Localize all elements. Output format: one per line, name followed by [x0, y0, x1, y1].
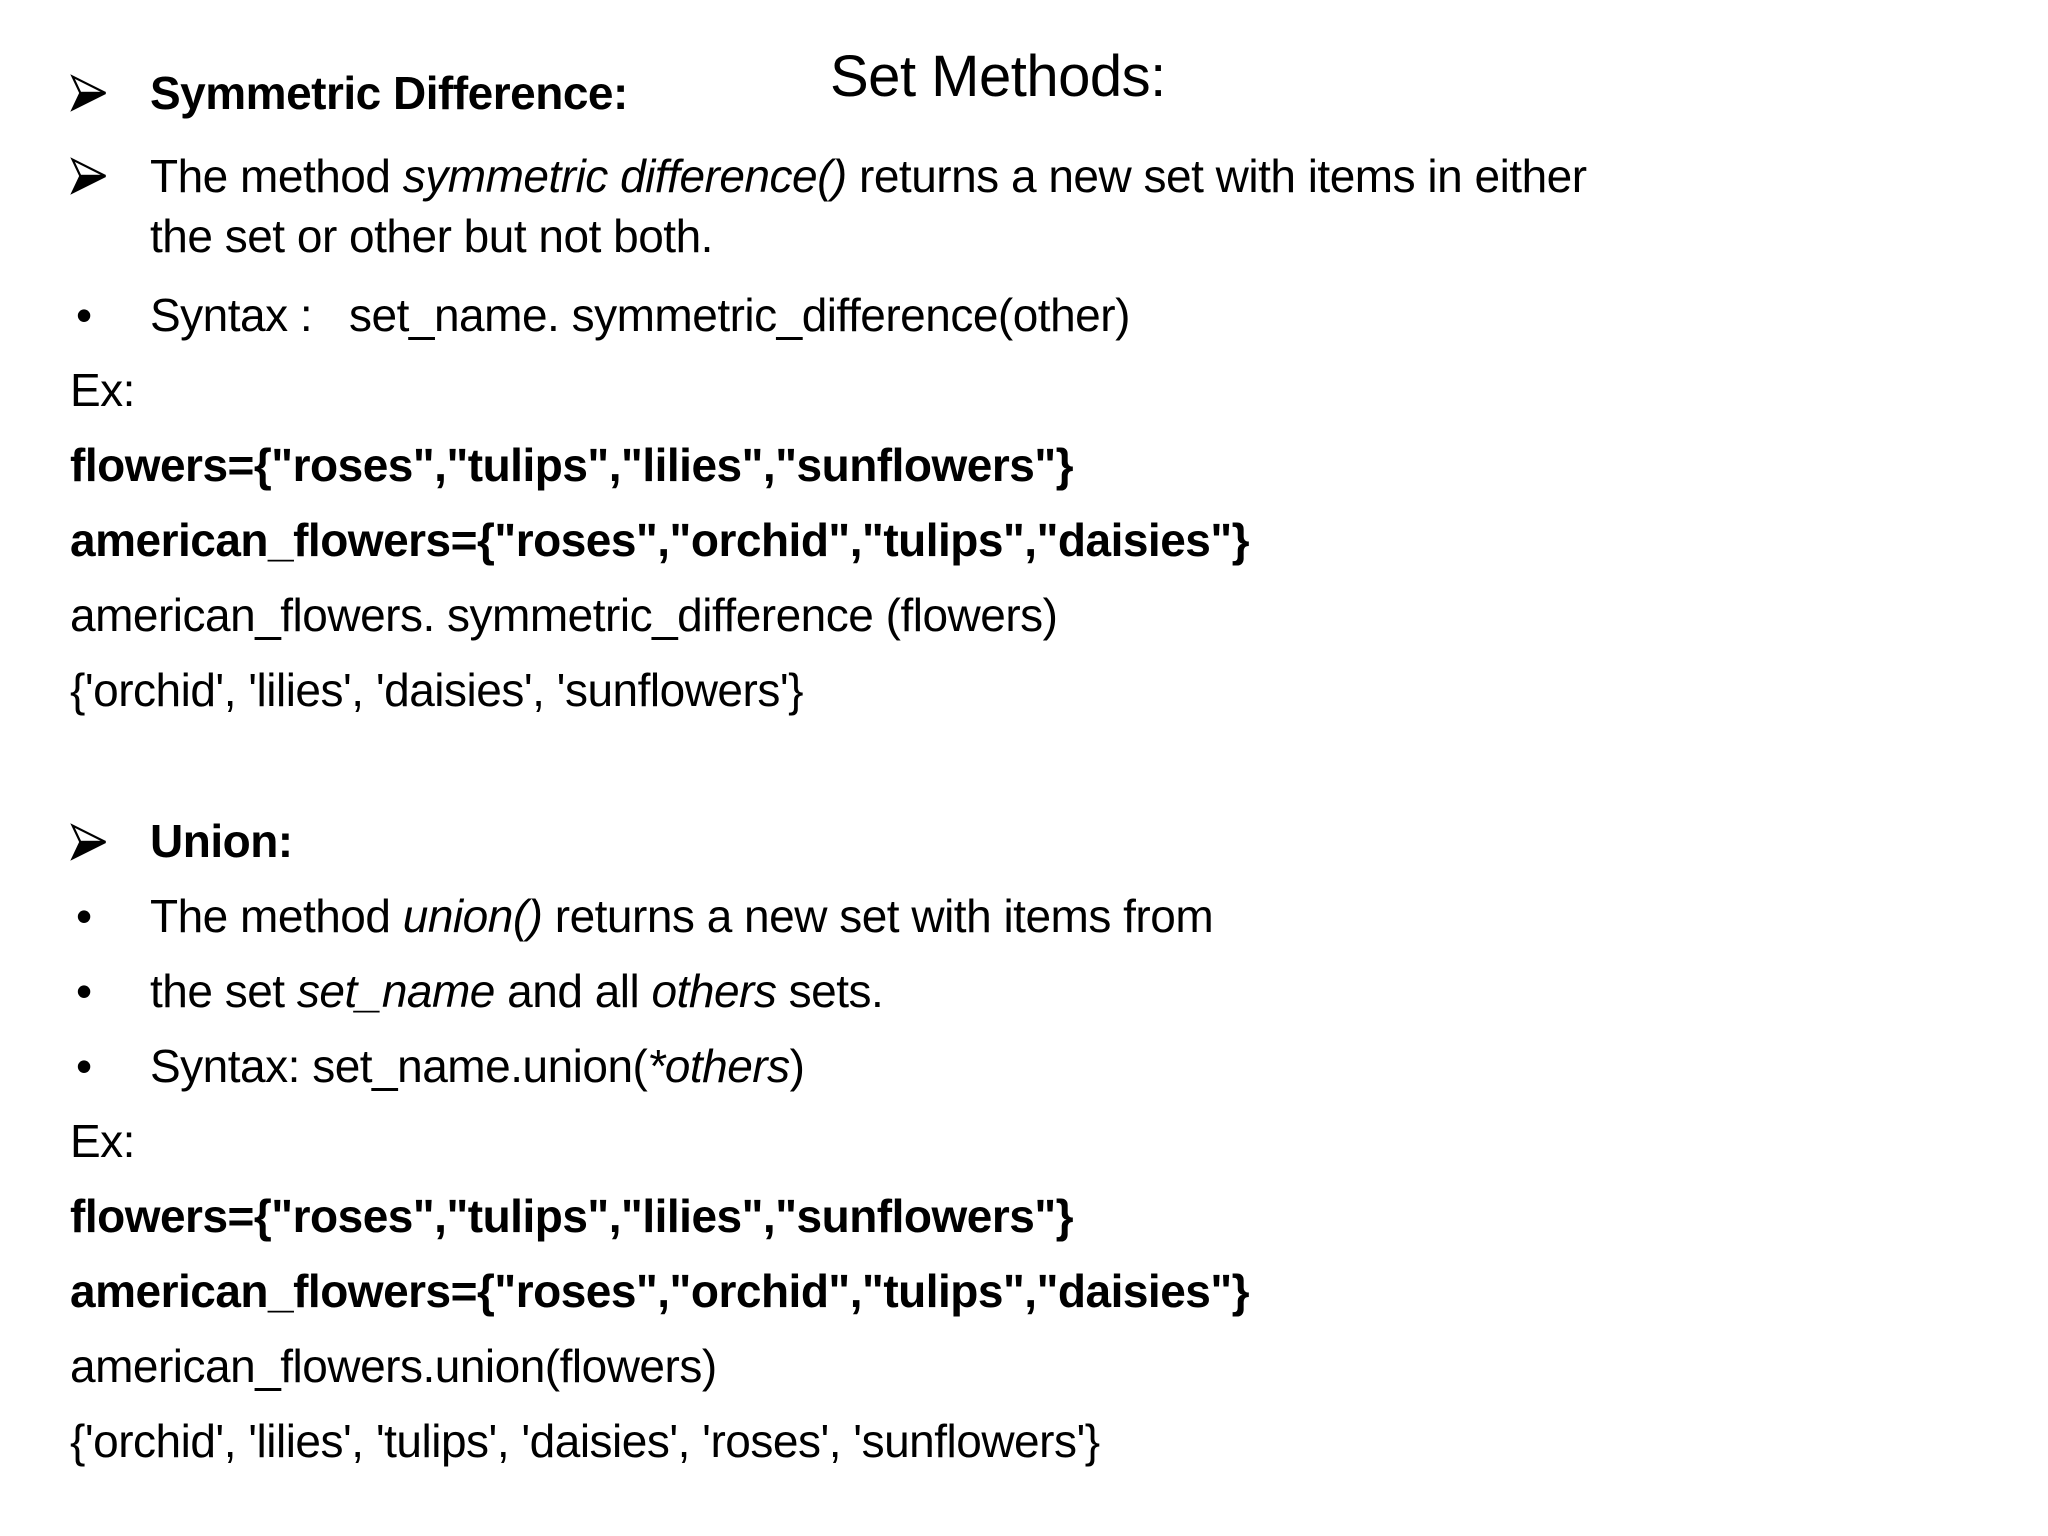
dot-bullet-glyph: •	[76, 965, 92, 1017]
arrow-bullet-icon	[70, 157, 106, 195]
symmetric-example-label: Ex:	[70, 364, 135, 416]
arrow-bullet-icon	[70, 146, 150, 206]
dot-bullet-glyph: •	[76, 1040, 92, 1092]
text-run-italic: union()	[402, 890, 543, 942]
text-run: Syntax: set_name.union(	[150, 1040, 648, 1092]
arrow-bullet-icon	[70, 74, 106, 112]
symmetric-code-line-american-flowers: american_flowers={"roses","orchid","tuli…	[70, 514, 1250, 566]
dot-bullet-glyph: •	[76, 890, 92, 942]
union-example-label: Ex:	[70, 1115, 135, 1167]
symmetric-code-line-flowers: flowers={"roses","tulips","lilies","sunf…	[70, 439, 1074, 491]
dot-bullet-glyph: •	[76, 289, 92, 341]
union-result-line: {'orchid', 'lilies', 'tulips', 'daisies'…	[70, 1415, 1100, 1467]
symmetric-result-line: {'orchid', 'lilies', 'daisies', 'sunflow…	[70, 664, 803, 716]
text-run: sets.	[776, 965, 884, 1017]
page-title: Set Methods:	[830, 44, 1166, 109]
text-run: The method	[150, 890, 403, 942]
dot-bullet: •	[70, 954, 150, 1029]
symmetric-syntax-line: Syntax : set_name. symmetric_difference(…	[150, 289, 1130, 341]
union-bullet-2: • the set set_name and all others sets.	[70, 954, 1980, 1029]
text-run-italic: others	[651, 965, 777, 1017]
slide-content: Symmetric Difference: The method symmetr…	[70, 60, 1980, 1479]
text-run: the set	[150, 965, 297, 1017]
symmetric-call-line: american_flowers. symmetric_difference (…	[70, 589, 1058, 641]
symmetric-description: The method symmetric difference() return…	[70, 146, 1980, 266]
dot-bullet: •	[70, 278, 150, 353]
symmetric-description-text: The method symmetric difference() return…	[150, 146, 1587, 266]
union-code-line-flowers: flowers={"roses","tulips","lilies","sunf…	[70, 1190, 1074, 1242]
text-run: )	[789, 1040, 805, 1092]
dot-bullet: •	[70, 1029, 150, 1104]
dot-bullet: •	[70, 879, 150, 954]
text-run-italic: set_name	[296, 965, 496, 1017]
text-run: and all	[494, 965, 652, 1017]
symmetric-syntax-row: • Syntax : set_name. symmetric_differenc…	[70, 278, 1980, 353]
union-heading-row: Union:	[70, 804, 1980, 879]
symmetric-difference-section: Symmetric Difference: The method symmetr…	[70, 60, 1980, 728]
description-line-2: the set or other but not both.	[150, 210, 713, 262]
union-section: Union: • The method union() returns a ne…	[70, 804, 1980, 1479]
symmetric-heading-row: Symmetric Difference:	[70, 60, 1980, 126]
union-call-line: american_flowers.union(flowers)	[70, 1340, 717, 1392]
text-run: The method	[150, 150, 403, 202]
union-bullet-1: • The method union() returns a new set w…	[70, 879, 1980, 954]
text-run: returns a new set with items from	[542, 890, 1214, 942]
text-run: returns a new set with items in either	[846, 150, 1587, 202]
union-bullet-3-text: Syntax: set_name.union(*others)	[150, 1029, 805, 1104]
union-heading: Union:	[150, 815, 293, 867]
union-bullet-3: • Syntax: set_name.union(*others)	[70, 1029, 1980, 1104]
arrow-bullet-icon	[70, 822, 106, 861]
arrow-bullet-icon	[70, 60, 150, 126]
arrow-bullet-icon	[70, 804, 150, 879]
union-bullet-1-text: The method union() returns a new set wit…	[150, 879, 1214, 954]
text-run-italic: *others	[647, 1040, 790, 1092]
union-bullet-2-text: the set set_name and all others sets.	[150, 954, 884, 1029]
symmetric-heading: Symmetric Difference:	[150, 67, 628, 119]
union-code-line-american-flowers: american_flowers={"roses","orchid","tuli…	[70, 1265, 1250, 1317]
text-run-italic: symmetric difference()	[402, 150, 847, 202]
description-line-1: The method symmetric difference() return…	[150, 146, 1587, 206]
